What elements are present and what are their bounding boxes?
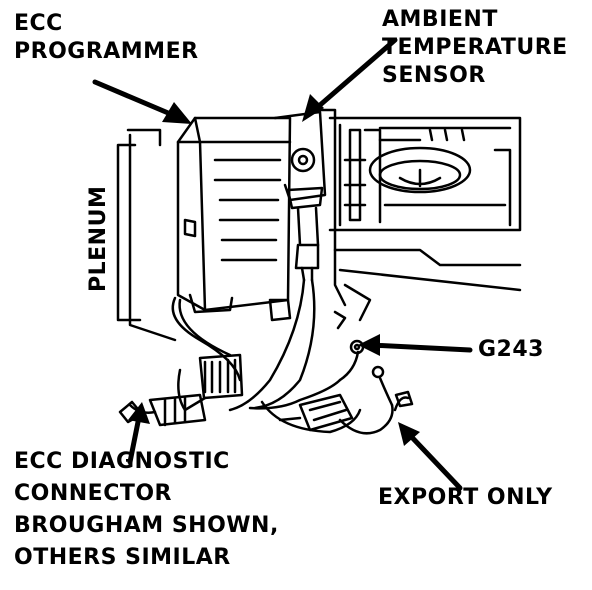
arrow-heads — [128, 94, 420, 446]
g243-ground-point — [333, 310, 414, 408]
ecc-programmer-unit — [176, 116, 292, 322]
plenum-label: PLENUM — [86, 185, 111, 292]
dial-gauge — [368, 146, 512, 227]
ecc-programmer-line-2: PROGRAMMER — [14, 39, 199, 64]
diagnostic-line-4: OTHERS SIMILAR — [14, 545, 231, 570]
diagnostic-line-2: CONNECTOR — [14, 481, 172, 506]
wiring-harness — [171, 278, 410, 435]
dash-panel — [318, 108, 522, 322]
export-only-label: EXPORT ONLY — [378, 485, 553, 510]
ambient-sensor-label: AMBIENT TEMPERATURE SENSOR — [382, 6, 568, 90]
ambient-sensor-line-1: AMBIENT — [382, 7, 498, 32]
g243-label: G243 — [478, 337, 544, 362]
ambient-sensor-line-3: SENSOR — [382, 63, 486, 88]
diagnostic-line-3: BROUGHAM SHOWN, — [14, 513, 279, 538]
ecc-programmer-line-1: ECC — [14, 11, 63, 36]
ambient-sensor-unit — [273, 110, 327, 282]
ambient-sensor-line-2: TEMPERATURE — [382, 35, 568, 60]
export-connector — [278, 393, 354, 432]
diagnostic-connector-label: ECC DIAGNOSTIC CONNECTOR BROUGHAM SHOWN,… — [14, 446, 279, 574]
plenum-outline — [116, 128, 177, 342]
diagnostic-line-1: ECC DIAGNOSTIC — [14, 449, 230, 474]
ecc-programmer-label: ECC PROGRAMMER — [14, 10, 199, 66]
